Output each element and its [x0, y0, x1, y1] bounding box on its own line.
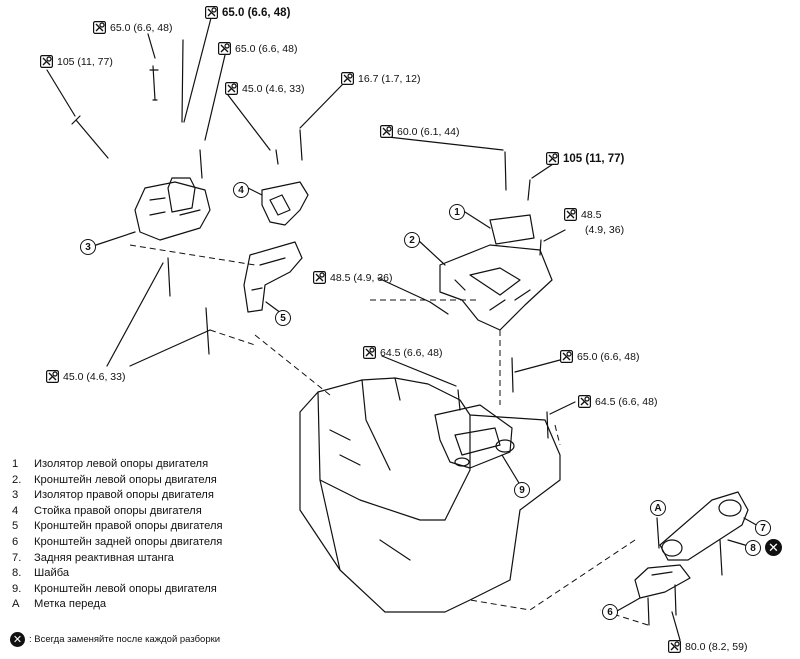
rear-torque-rod: [659, 491, 749, 561]
torque-wrench-icon: [205, 6, 218, 19]
torque-value: 65.0 (6.6, 48): [577, 350, 640, 363]
torque-wrench-icon: [546, 152, 559, 165]
torque-label: (4.9, 36): [585, 224, 624, 236]
torque-label: 64.5 (6.6, 48): [363, 346, 442, 359]
torque-label: 45.0 (4.6, 33): [225, 82, 304, 95]
callout-4: 4: [233, 182, 249, 198]
torque-label: 48.5: [564, 208, 601, 221]
torque-wrench-icon: [313, 271, 326, 284]
torque-label: 64.5 (6.6, 48): [578, 395, 657, 408]
callout-1: 1: [449, 204, 465, 220]
callout-3: 3: [80, 239, 96, 255]
legend-item: 2.Кронштейн левой опоры двигателя: [12, 473, 217, 486]
torque-value: 64.5 (6.6, 48): [595, 395, 658, 408]
torque-wrench-icon: [218, 42, 231, 55]
torque-wrench-icon: [560, 350, 573, 363]
torque-label: 60.0 (6.1, 44): [380, 125, 459, 138]
callout-8: 8: [745, 540, 761, 556]
torque-value: 65.0 (6.6, 48): [110, 21, 173, 34]
torque-value: 45.0 (4.6, 33): [242, 82, 305, 95]
torque-wrench-icon: [40, 55, 53, 68]
torque-wrench-icon: [225, 82, 238, 95]
torque-label: 48.5 (4.9, 36): [313, 271, 392, 284]
replace-note-text: : Всегда заменяйте после каждой разборки: [29, 634, 221, 645]
rear-mount-bracket: [634, 564, 691, 599]
torque-wrench-icon: [46, 370, 59, 383]
callout-7: 7: [755, 520, 771, 536]
callout-2: 2: [404, 232, 420, 248]
torque-label: 80.0 (8.2, 59): [668, 640, 747, 653]
callout-9: 9: [514, 482, 530, 498]
left-mount-insulator: [134, 181, 211, 241]
torque-label: 105 (11, 77): [546, 152, 624, 165]
left-mount-assembly: [439, 244, 553, 331]
torque-value: 60.0 (6.1, 44): [397, 125, 460, 138]
torque-label: 65.0 (6.6, 48): [93, 21, 172, 34]
torque-value: 64.5 (6.6, 48): [380, 346, 443, 359]
torque-value: 16.7 (1.7, 12): [358, 72, 421, 85]
torque-value: 48.5: [581, 208, 602, 221]
right-mount-bracket: [243, 241, 303, 313]
torque-value: 48.5 (4.9, 36): [330, 271, 393, 284]
torque-value: 45.0 (4.6, 33): [63, 370, 126, 383]
torque-wrench-icon: [363, 346, 376, 359]
callout-6: 6: [602, 604, 618, 620]
left-bracket-9: [434, 404, 513, 469]
right-mount-stay: [261, 181, 309, 226]
callout-a: A: [650, 500, 666, 516]
replace-note: ✕ : Всегда заменяйте после каждой разбор…: [10, 632, 220, 647]
legend-item: 9.Кронштейн левой опоры двигателя: [12, 582, 217, 595]
replace-x-icon: ✕: [10, 632, 25, 647]
legend-item: 7.Задняя реактивная штанга: [12, 551, 174, 564]
torque-label: 65.0 (6.6, 48): [218, 42, 297, 55]
callout-5: 5: [275, 310, 291, 326]
torque-label: 45.0 (4.6, 33): [46, 370, 125, 383]
torque-wrench-icon: [341, 72, 354, 85]
torque-value: (4.9, 36): [585, 224, 625, 236]
torque-wrench-icon: [380, 125, 393, 138]
torque-label: 16.7 (1.7, 12): [341, 72, 420, 85]
torque-wrench-icon: [578, 395, 591, 408]
torque-value: 65.0 (6.6, 48): [235, 42, 298, 55]
torque-value: 80.0 (8.2, 59): [685, 640, 748, 653]
legend-item: 8.Шайба: [12, 567, 70, 580]
torque-wrench-icon: [564, 208, 577, 221]
torque-label: 105 (11, 77): [40, 55, 113, 68]
torque-value: 65.0 (6.6, 48): [222, 6, 291, 19]
torque-label: 65.0 (6.6, 48): [560, 350, 639, 363]
replace-x-icon: ✕: [765, 539, 782, 556]
torque-wrench-icon: [93, 21, 106, 34]
torque-label: 65.0 (6.6, 48): [205, 6, 290, 19]
torque-value: 105 (11, 77): [563, 152, 625, 165]
torque-value: 105 (11, 77): [57, 55, 113, 68]
torque-wrench-icon: [668, 640, 681, 653]
